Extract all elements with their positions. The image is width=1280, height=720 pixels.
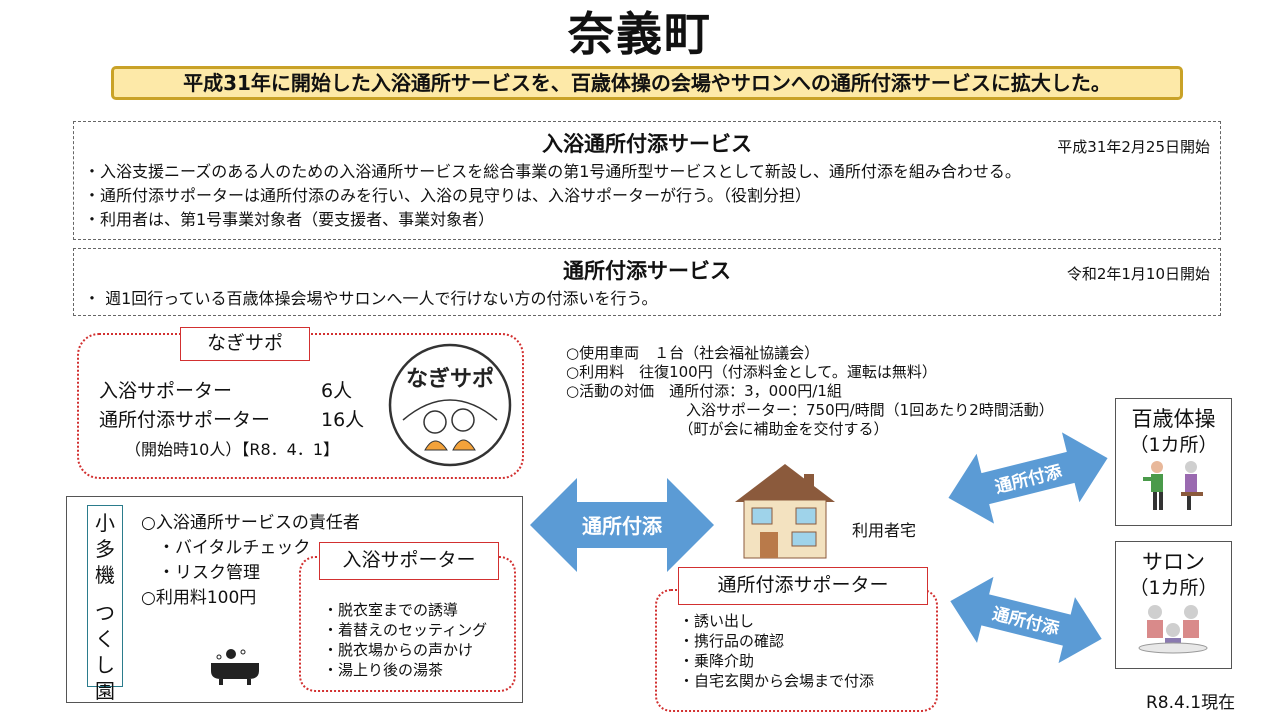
list-item: ・誘い出し xyxy=(679,612,755,630)
bathing-service-date: 平成31年2月25日開始 xyxy=(1057,138,1210,156)
summary-banner: 平成31年に開始した入浴通所サービスを、百歳体操の会場やサロンへの通所付添サービ… xyxy=(111,66,1183,100)
nagisapo-logo: なぎサポ xyxy=(388,343,512,467)
escort-supporter-box: ・誘い出し ・携行品の確認 ・乗降介助 ・自宅玄関から会場まで付添 xyxy=(655,589,938,712)
arrow-label: 通所付添 xyxy=(582,514,663,538)
nagisapo-row: 入浴サポーター 6人 xyxy=(99,377,364,406)
escort-arrow-main: 通所付添 xyxy=(530,478,714,572)
tsukushien-line: ○入浴通所サービスの責任者 xyxy=(141,513,360,533)
nagisapo-label: なぎサポ xyxy=(180,327,310,361)
info-line: 入浴サポーター：750円/時間（1回あたり2時間活動） xyxy=(566,401,1054,419)
list-item: ・脱衣室までの誘導 xyxy=(323,601,459,619)
bullet-item: ・入浴支援ニーズのある人のための入浴通所サービスを総合事業の第1号通所型サービス… xyxy=(84,162,1021,181)
bathing-service-heading: 入浴通所付添サービス xyxy=(542,132,752,156)
tsukushien-line: ・リスク管理 xyxy=(141,563,260,583)
escort-service-date: 令和2年1月10日開始 xyxy=(1066,265,1210,283)
salon-people-icon xyxy=(1138,605,1207,654)
bath-supporter-label: 入浴サポーター xyxy=(319,542,499,580)
bath-supporter-box: 入浴サポーター ・脱衣室までの誘導 ・着替えのセッティング ・脱衣場からの声かけ… xyxy=(299,542,516,692)
escort-service-box: 通所付添サービス 令和2年1月10日開始 ・ 週1回行っている百歳体操会場やサロ… xyxy=(73,248,1221,316)
escort-arrow-upper: 通所付添 xyxy=(948,432,1108,524)
info-line: ○使用車両 １台（社会福祉協議会） xyxy=(566,344,820,362)
bullet-item: ・利用者は、第1号事業対象者（要支援者、事業対象者） xyxy=(84,210,495,229)
list-item: ・着替えのセッティング xyxy=(323,621,488,639)
venue-title: サロン xyxy=(1142,550,1205,574)
bathing-service-box: 入浴通所付添サービス 平成31年2月25日開始 ・入浴支援ニーズのある人のための… xyxy=(73,121,1221,240)
row-key: 入浴サポーター xyxy=(99,380,233,402)
row-value: 16人 xyxy=(321,409,365,431)
info-line: ○活動の対価 通所付添：3，000円/1組 xyxy=(566,382,842,400)
activity-info: ○使用車両 １台（社会福祉協議会） ○利用料 往復100円（付添料金として。運転… xyxy=(566,344,1054,439)
exercise-people-icon xyxy=(1142,461,1203,510)
nagisapo-note: （開始時10人）【R8．4．1】 xyxy=(125,440,340,459)
row-key: 通所付添サポーター xyxy=(99,409,271,431)
venue-count: （1カ所） xyxy=(1129,577,1218,599)
venue-count: （1カ所） xyxy=(1129,434,1218,456)
bullet-item: ・通所付添サポーターは通所付添のみを行い、入浴の見守りは、入浴サポーターが行う。… xyxy=(84,186,812,205)
venue-exercise: 百歳体操 （1カ所） xyxy=(1115,398,1232,526)
house-icon xyxy=(735,464,835,559)
tsukushien-line: ○利用料100円 xyxy=(141,588,257,608)
venue-title: 百歳体操 xyxy=(1131,407,1216,431)
row-value: 6人 xyxy=(321,380,353,402)
venue-salon: サロン （1カ所） xyxy=(1115,541,1232,669)
tsukushien-box: 小 多 機 つ く し 園 ○入浴通所サービスの責任者 ・バイタルチェック ・リ… xyxy=(66,496,523,703)
as-of-date: R8.4.1現在 xyxy=(1146,693,1236,713)
list-item: ・携行品の確認 xyxy=(679,632,785,650)
info-line: ○利用料 往復100円（付添料金として。運転は無料） xyxy=(566,363,937,381)
bathtub-icon xyxy=(211,649,259,685)
nagisapo-row: 通所付添サポーター 16人 xyxy=(99,406,364,435)
logo-text: なぎサポ xyxy=(406,366,494,392)
nagisapo-box: なぎサポ 入浴サポーター 6人 通所付添サポーター 16人 （開始時10人）【R… xyxy=(77,327,524,479)
list-item: ・湯上り後の湯茶 xyxy=(323,661,444,679)
list-item: ・脱衣場からの声かけ xyxy=(323,641,474,659)
bullet-item: ・ 週1回行っている百歳体操会場やサロンへ一人で行けない方の付添いを行う。 xyxy=(84,289,658,308)
tsukushien-line: ・バイタルチェック xyxy=(141,538,311,558)
escort-supporter-label: 通所付添サポーター xyxy=(678,567,928,605)
list-item: ・乗降介助 xyxy=(679,652,755,670)
escort-arrow-lower: 通所付添 xyxy=(950,576,1102,664)
info-line: （町が会に補助金を交付する） xyxy=(566,420,889,438)
house-label: 利用者宅 xyxy=(852,521,917,540)
tsukushien-vertical-name: 小 多 機 つ く し 園 xyxy=(87,505,123,703)
page-title: 奈義町 xyxy=(568,7,712,61)
escort-service-heading: 通所付添サービス xyxy=(563,259,731,283)
list-item: ・自宅玄関から会場まで付添 xyxy=(679,672,875,690)
